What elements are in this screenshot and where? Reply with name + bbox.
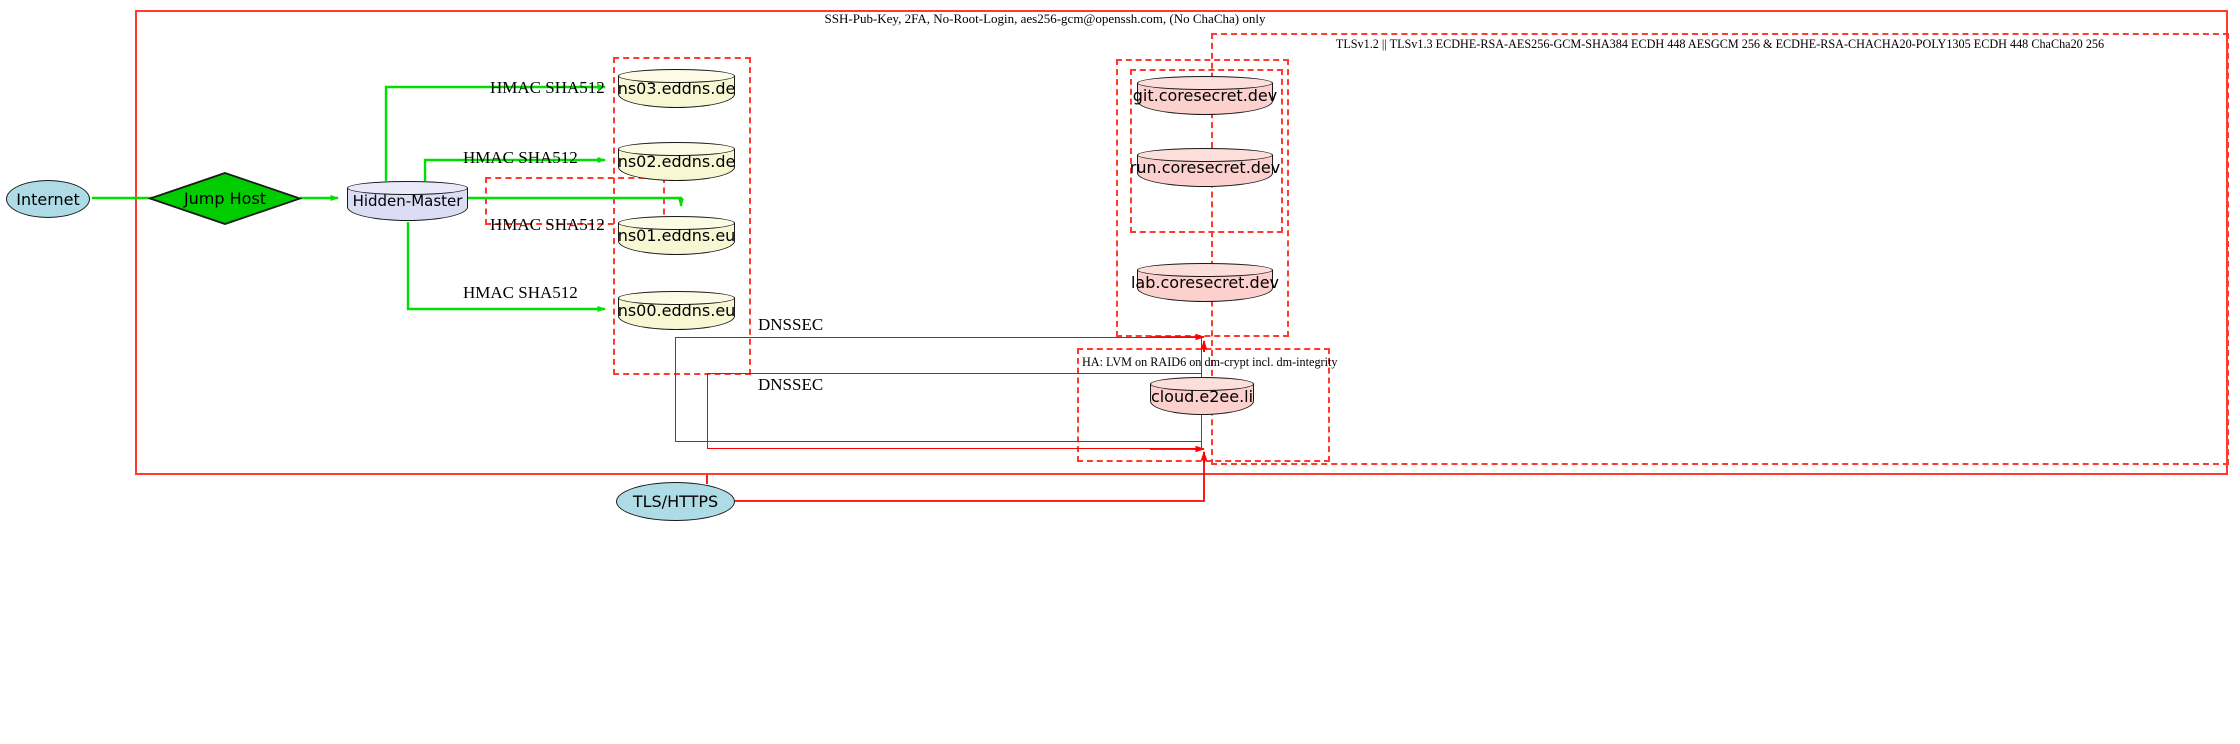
node-jump-host-label: Jump Host: [183, 189, 267, 208]
lab-coresecret-top: [1137, 263, 1273, 277]
node-hidden-master[interactable]: Hidden-Master: [347, 181, 468, 221]
cloud-e2ee-top: [1150, 377, 1254, 391]
edge-label-hmac-ns00: HMAC SHA512: [463, 283, 578, 302]
edge-label-hmac-ns03: HMAC SHA512: [490, 78, 605, 97]
ns00-top: [618, 291, 735, 305]
node-ns03[interactable]: ns03.eddns.de: [618, 69, 735, 108]
node-cloud-e2ee[interactable]: cloud.e2ee.li: [1150, 377, 1254, 415]
node-ns02[interactable]: ns02.eddns.de: [618, 142, 735, 181]
ns02-top: [618, 142, 735, 156]
node-ns01-label: ns01.eddns.eu: [617, 226, 736, 245]
run-coresecret-top: [1137, 148, 1273, 162]
node-run-coresecret-label: run.coresecret.dev: [1129, 158, 1281, 177]
cluster-hidden-master-box: [485, 177, 665, 225]
node-lab-coresecret-label: lab.coresecret.dev: [1130, 273, 1280, 292]
edge-hiddenmaster-to-ns01: [467, 196, 684, 207]
node-git-coresecret-label: git.coresecret.dev: [1132, 86, 1278, 105]
hidden-master-top: [347, 181, 468, 195]
node-ns00[interactable]: ns00.eddns.eu: [618, 291, 735, 330]
edge-hiddenmaster-to-ns00: [406, 222, 606, 313]
node-ns02-label: ns02.eddns.de: [617, 152, 736, 171]
edge-hiddenmaster-to-ns02: [423, 157, 606, 181]
ns01-top: [618, 216, 735, 230]
jump-host-diamond-icon: [148, 172, 302, 225]
node-tls-https-label: TLS/HTTPS: [632, 492, 719, 511]
node-ns00-label: ns00.eddns.eu: [617, 301, 736, 320]
edge-label-dnssec-upper: DNSSEC: [758, 315, 824, 334]
node-tls-https[interactable]: TLS/HTTPS: [616, 482, 735, 521]
node-jump-host[interactable]: Jump Host: [148, 172, 302, 225]
node-internet-label: Internet: [16, 189, 80, 209]
git-coresecret-top: [1137, 76, 1273, 90]
cluster-ssh-boundary-label: SSH-Pub-Key, 2FA, No-Root-Login, aes256-…: [824, 11, 1266, 26]
cluster-nameserver-box: [613, 57, 751, 375]
cluster-tls-boundary-label: TLSv1.2 || TLSv1.3 ECDHE-RSA-AES256-GCM-…: [1335, 37, 2105, 51]
ns03-top: [618, 69, 735, 83]
cluster-tls-boundary: [1211, 33, 2229, 465]
node-internet[interactable]: Internet: [6, 180, 90, 218]
edge-label-hmac-ns01: HMAC SHA512: [490, 215, 605, 234]
node-git-coresecret[interactable]: git.coresecret.dev: [1132, 76, 1278, 115]
node-hidden-master-label: Hidden-Master: [352, 192, 463, 210]
node-cloud-e2ee-label: cloud.e2ee.li: [1150, 386, 1254, 406]
edge-tlshttps-right-run: [735, 463, 1205, 502]
cluster-ha-boundary-label: HA: LVM on RAID6 on dm-crypt incl. dm-in…: [1082, 355, 1338, 369]
node-ns03-label: ns03.eddns.de: [617, 79, 736, 98]
node-lab-coresecret[interactable]: lab.coresecret.dev: [1130, 263, 1280, 302]
node-ns01[interactable]: ns01.eddns.eu: [618, 216, 735, 255]
edge-label-hmac-ns02: HMAC SHA512: [463, 148, 578, 167]
node-run-coresecret[interactable]: run.coresecret.dev: [1129, 148, 1281, 187]
cluster-coresecret-inner-box: [1130, 69, 1283, 233]
edge-label-dnssec-lower: DNSSEC: [758, 375, 824, 394]
edge-hiddenmaster-to-ns03: [384, 84, 606, 181]
